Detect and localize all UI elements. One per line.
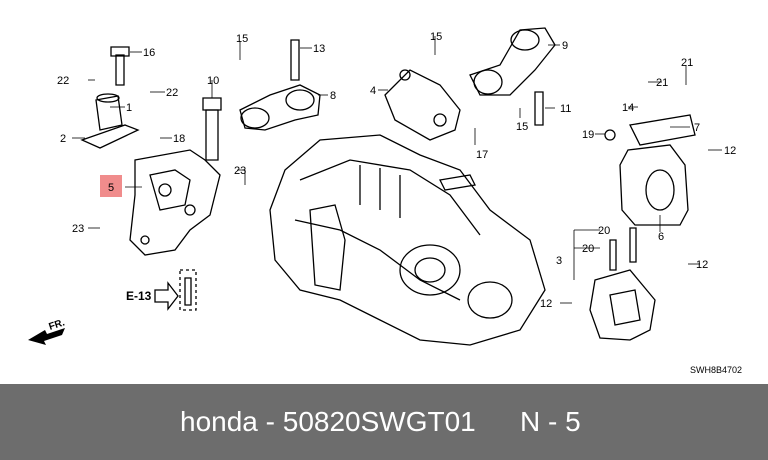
callout-number: 4 [370, 85, 376, 97]
callout-number: 12 [696, 259, 708, 271]
stud-bolt-e13 [179, 269, 197, 311]
callout-number: 12 [724, 145, 736, 157]
e13-arrow [154, 281, 179, 311]
callout-number: 8 [330, 90, 336, 102]
callout-number: 1 [126, 102, 132, 114]
callout-number: 11 [560, 103, 571, 115]
callout-number: 9 [562, 40, 568, 52]
footer-bar: honda - 50820SWGT01 N - 5 [0, 384, 768, 460]
callout-number: 18 [173, 133, 185, 145]
callout-number: 16 [143, 47, 155, 59]
callout-number: 5 [108, 182, 114, 194]
torque-rod-9 [469, 27, 556, 126]
drawing-code: SWH8B4702 [689, 365, 742, 375]
callout-number: 14 [622, 102, 634, 114]
callout-number: 2 [60, 133, 66, 145]
callout-number: 17 [476, 149, 488, 161]
callout-number: 7 [694, 122, 700, 134]
highlighted-callout-box [100, 175, 122, 197]
front-direction-label: FR. [48, 317, 67, 333]
bolt-10 [202, 97, 222, 161]
callout-number: 3 [556, 255, 562, 267]
callout-number: 15 [430, 31, 442, 43]
left-mount-bracket [129, 149, 221, 256]
callout-number: 10 [207, 75, 219, 87]
engine-mount-diagram: 1622122218523231015138415171591121211419… [28, 27, 736, 346]
callout-number: 21 [681, 57, 693, 69]
reference-number-text: N - 5 [520, 406, 581, 437]
upper-bracket-4 [384, 69, 461, 141]
right-mount-6 [604, 114, 696, 226]
part-number-text: honda - 50820SWGT01 [180, 406, 476, 437]
reference-label-e13: E-13 [126, 289, 152, 303]
callout-number: 20 [582, 243, 594, 255]
callout-number: 23 [72, 223, 84, 235]
callout-number: 15 [236, 33, 248, 45]
upper-bolt-16 [110, 46, 130, 86]
torque-rod-8 [239, 39, 321, 131]
leader-lines [72, 36, 722, 304]
callout-number: 23 [234, 165, 246, 177]
callout-number: 12 [540, 298, 552, 310]
left-mount-rubber [80, 93, 140, 149]
callout-number: 6 [658, 231, 664, 243]
callout-number: 20 [598, 225, 610, 237]
callout-number: 15 [516, 121, 528, 133]
callout-number: 21 [656, 77, 668, 89]
callout-number: 22 [57, 75, 69, 87]
engine-assembly [269, 134, 546, 346]
callout-number: 13 [313, 43, 325, 55]
right-bracket-3 [589, 227, 656, 341]
callout-number: 19 [582, 129, 594, 141]
callout-number: 22 [166, 87, 178, 99]
front-arrow [28, 328, 65, 345]
